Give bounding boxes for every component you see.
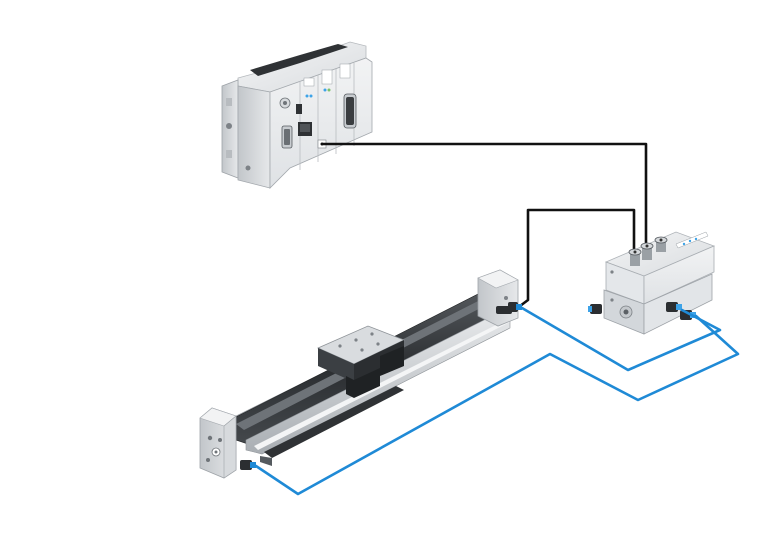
- pneumatic-tubing: [254, 306, 740, 496]
- cable-valve-to-sensor: [518, 208, 636, 308]
- position-sensor: [496, 306, 512, 314]
- valve-connector-3: [654, 236, 668, 252]
- tube-left-end-to-valve: [254, 314, 740, 496]
- valve-fitting-1: [588, 304, 602, 314]
- actuator-carriage: [317, 325, 406, 398]
- valve-fitting-2: [666, 302, 682, 312]
- valve-terminal: [588, 231, 716, 335]
- controller-module: [221, 41, 373, 189]
- electrical-cables: [320, 142, 648, 308]
- valve-connector-1: [628, 248, 642, 266]
- linear-actuator: [199, 269, 522, 479]
- cable-controller-to-valve: [320, 142, 648, 252]
- linear-actuator-icon: [199, 269, 519, 479]
- actuator-fitting-left: [240, 460, 256, 470]
- valve-connector-2: [640, 242, 654, 260]
- terminal-module-icon: [221, 41, 373, 189]
